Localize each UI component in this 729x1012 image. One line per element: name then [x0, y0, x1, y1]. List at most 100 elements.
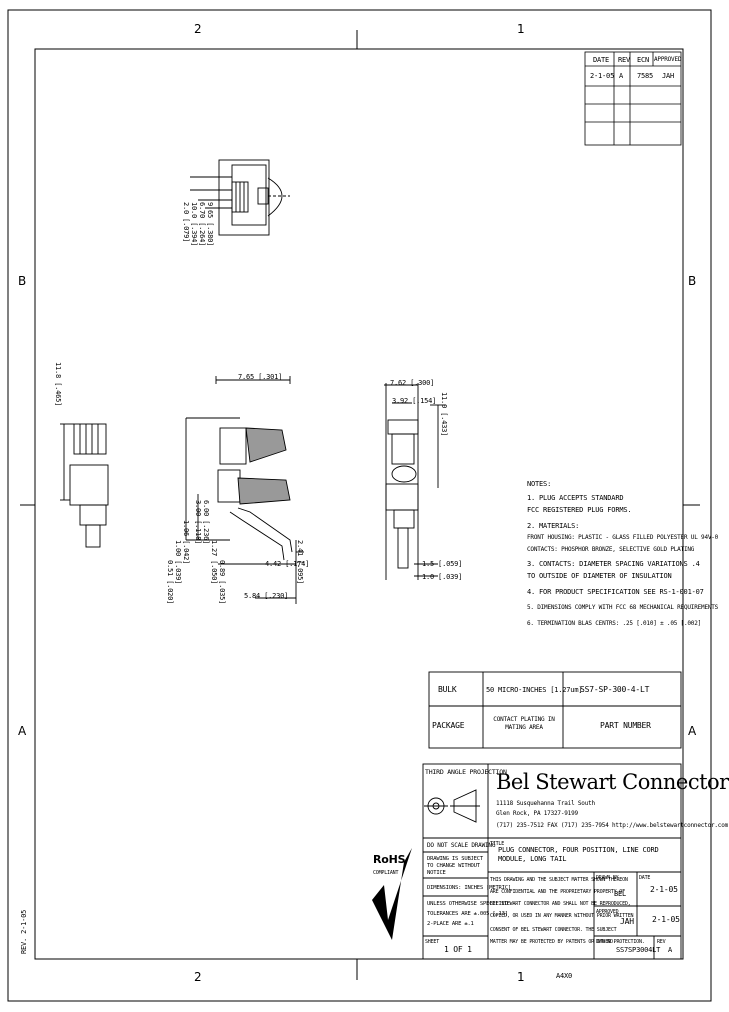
subject-to-change: DRAWING IS SUBJECT TO CHANGE WITHOUT NOT…	[427, 856, 484, 876]
side-dim-g: 2.41 [.095]	[296, 540, 304, 585]
top-view-dim-4: 9.65 [.380]	[206, 202, 214, 247]
do-not-scale: DO NOT SCALE DRAWING	[427, 842, 496, 849]
side-dim-width: 7.65 [.301]	[238, 373, 283, 381]
proprietary-line: ARE CONFIDENTIAL AND THE PROPRIETARY PRO…	[490, 889, 625, 895]
dwg-no-label: DWG NO.	[596, 939, 616, 945]
rev-header-date: DATE	[593, 56, 610, 64]
notes-line: 4. FOR PRODUCT SPECIFICATION SEE RS-1-00…	[527, 588, 704, 596]
front-dim-height: 11.0 [.433]	[440, 392, 448, 437]
part-table-bulk: BULK	[438, 685, 457, 694]
notes-line: 1. PLUG ACCEPTS STANDARD	[527, 494, 624, 502]
drawn-by-label: DRAWN BY	[596, 875, 619, 881]
notes-line: 6. TERMINATION BLAS CENTRS: .25 [.010] ±…	[527, 620, 702, 627]
rev-header-ecn: ECN	[637, 56, 650, 64]
side-dim-e: 5.84 [.230]	[244, 592, 289, 600]
projection-label: THIRD ANGLE PROJECTION	[425, 768, 507, 776]
part-table-grid	[428, 671, 682, 749]
title-label: TITLE	[490, 841, 505, 847]
rohs-checkmark	[372, 848, 412, 940]
notes-line: FCC REGISTERED PLUG FORMS.	[527, 506, 632, 514]
front-dim-top-width: 7.62 [.300]	[390, 379, 435, 387]
proprietary-line: THIS DRAWING AND THE SUBJECT MATTER SHOW…	[490, 877, 628, 883]
company-address-line: 11118 Susquehanna Trail South	[496, 800, 595, 807]
zone-label-a-right: A	[688, 724, 697, 738]
part-table-plating-value: 50 MICRO-INCHES [1.27um]	[486, 686, 583, 694]
title-block-grid	[422, 763, 682, 960]
tolerance-line: UNLESS OTHERWISE SPECIFIED	[427, 901, 508, 907]
sheet-value: 1 OF 1	[444, 945, 472, 954]
front-dim-inner-width: 3.92 [.154]	[392, 397, 437, 405]
date-value: 2-1-05	[650, 885, 678, 894]
part-table-part-number-label: PART NUMBER	[600, 721, 651, 730]
rohs-compliant-text: COMPLIANT	[373, 870, 399, 876]
proprietary-line: CONSENT OF BEL STEWART CONNECTOR. THE SU…	[490, 927, 617, 933]
front-view-drawing	[384, 383, 446, 580]
top-view-dim-2: 2.0 [.079]	[182, 202, 190, 243]
side-dim-f: 4.42 [.174]	[265, 560, 310, 568]
tolerance-line: 2-PLACE ARE ±.1	[427, 921, 474, 927]
side-view-drawing	[185, 376, 304, 604]
zone-label-bottom-left: 2	[194, 970, 202, 984]
front-dim-pin-a: 1.5 [.059]	[422, 560, 463, 568]
company-address-line: (717) 235-7512 FAX (717) 235-7954 http:/…	[496, 822, 729, 829]
rev-label: REV	[657, 939, 666, 945]
notes-line: CONTACTS: PHOSPHOR BRONZE, SELECTIVE GOL…	[527, 546, 695, 553]
notes-title: NOTES:	[527, 480, 552, 488]
rev-header-rev: REV	[618, 56, 631, 64]
notes-line: TO OUTSIDE OF DIAMETER OF INSULATION	[527, 572, 672, 580]
left-margin-revision: REV. 2-1-05	[20, 909, 28, 954]
front-dim-pin-b: 1.0 [.039]	[422, 573, 463, 581]
rev-row-approved: JAH	[662, 72, 675, 80]
part-table-part-number: SS7-SP-300-4-LT	[580, 685, 650, 694]
zone-label-top-right: 1	[517, 22, 525, 36]
side-dim-c: 1.06 [.042]	[182, 520, 190, 565]
drawn-by-value: BEL	[614, 890, 627, 898]
notes-line: 2. MATERIALS:	[527, 522, 580, 530]
left-side-view-drawing	[60, 423, 109, 548]
approved-date: 2-1-05	[652, 915, 680, 924]
projection-symbol	[424, 789, 480, 823]
side-dim-left-height: 11.8 [.465]	[54, 362, 62, 407]
sheet-label: SHEET	[425, 939, 440, 945]
tolerance-line: TOLERANCES ARE ±.005 [.13]	[427, 911, 508, 917]
zone-label-a-left: A	[18, 724, 27, 738]
side-dim-d: 1.00 [.039]	[174, 540, 182, 585]
zone-label-top-left: 2	[194, 22, 202, 36]
side-dim-h: 1.27 [.050]	[210, 540, 218, 585]
part-table-plating-label: CONTACT PLATING IN MATING AREA	[493, 716, 555, 731]
bottom-stamp: A4X0	[556, 972, 573, 980]
dimensions-unit: DIMENSIONS: INCHES [METRIC]	[427, 885, 512, 891]
part-table-package: PACKAGE	[432, 721, 465, 730]
revision-table-grid	[584, 51, 682, 146]
notes-line: 3. CONTACTS: DIAMETER SPACING VARIATIONS…	[527, 560, 700, 568]
rev-value: A	[668, 946, 673, 954]
zone-label-b-left: B	[18, 274, 27, 288]
rev-row-date: 2-1-05	[590, 72, 615, 80]
dwg-no-value: SS7SP3004LT	[616, 946, 661, 954]
top-view-dim-3: 6.70 [.264]	[198, 202, 206, 247]
notes-line: 5. DIMENSIONS COMPLY WITH FCC 68 MECHANI…	[527, 604, 719, 611]
approved-value: JAH	[620, 917, 634, 926]
side-dim-a: 6.00 [.236]	[202, 500, 210, 545]
drawing-title: PLUG CONNECTOR, FOUR POSITION, LINE CORD…	[498, 846, 659, 863]
side-dim-i: 0.89 [.035]	[218, 560, 226, 605]
rohs-logo-text: RoHS	[373, 853, 406, 866]
company-name: Bel Stewart Connector	[496, 770, 729, 794]
approved-label: APPROVED	[596, 909, 619, 915]
side-dim-b: 3.00 [.118]	[194, 500, 202, 545]
proprietary-line: COPIED, OR USED IN ANY MANNER WITHOUT PR…	[490, 913, 634, 919]
top-view-drawing	[190, 159, 290, 236]
top-view-dim-1: 10.0 [.394]	[190, 202, 198, 247]
company-address-line: Glen Rock, PA 17327-9199	[496, 810, 578, 817]
proprietary-line: BEL STEWART CONNECTOR AND SHALL NOT BE R…	[490, 901, 631, 907]
rev-row-rev: A	[619, 72, 624, 80]
proprietary-line: MATTER MAY BE PROTECTED BY PATENTS OR OT…	[490, 939, 645, 945]
zone-label-bottom-right: 1	[517, 970, 525, 984]
zone-label-b-right: B	[688, 274, 697, 288]
rev-row-ecn: 7585	[637, 72, 654, 80]
notes-line: FRONT HOUSING: PLASTIC - GLASS FILLED PO…	[527, 534, 719, 541]
date-label: DATE	[639, 875, 651, 881]
side-dim-j: 0.51 [.020]	[166, 560, 174, 605]
rev-header-approved: APPROVED	[654, 56, 682, 63]
